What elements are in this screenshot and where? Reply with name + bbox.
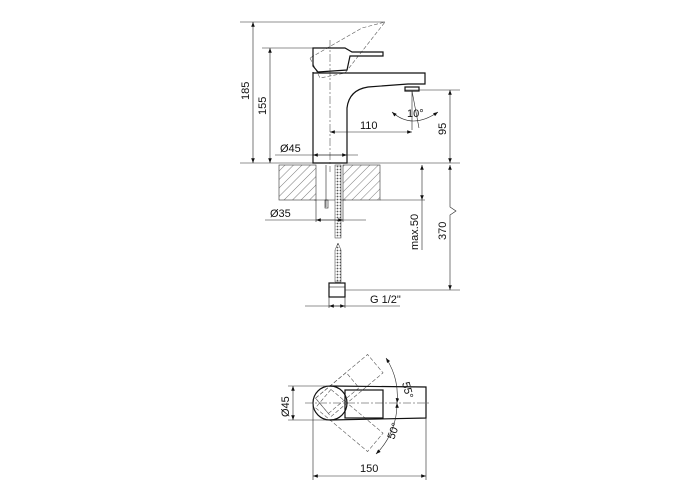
- dim-110: 110: [360, 120, 378, 132]
- dim-max-countertop: max.50: [409, 214, 421, 250]
- dim-185: 185: [240, 82, 252, 100]
- angle-55-label: 55°: [399, 381, 415, 400]
- dim-370: 370: [437, 222, 449, 240]
- top-dim-length: 150: [360, 463, 378, 475]
- dim-body-diameter: Ø45: [280, 143, 301, 155]
- dim-hole-diameter: Ø35: [270, 208, 291, 220]
- top-dim-diameter: Ø45: [280, 396, 292, 417]
- faucet-handle: [312, 47, 384, 73]
- aerator: [404, 86, 420, 92]
- dim-155: 155: [257, 97, 269, 115]
- hose-nut: [328, 282, 346, 298]
- top-view: 55° 50° Ø45 150: [280, 354, 430, 480]
- side-view: 10° 185 155 95 110 Ø45 Ø35: [240, 21, 460, 308]
- faucet-body: [312, 72, 426, 164]
- spout-angle-label: 10°: [407, 108, 424, 120]
- angle-50-label: 50°: [386, 421, 403, 441]
- supply-hose: [334, 164, 342, 239]
- dim-connection: G 1/2": [370, 294, 401, 306]
- countertop-section-left: [278, 164, 317, 201]
- dim-95: 95: [437, 123, 449, 135]
- countertop-section-right: [342, 164, 381, 201]
